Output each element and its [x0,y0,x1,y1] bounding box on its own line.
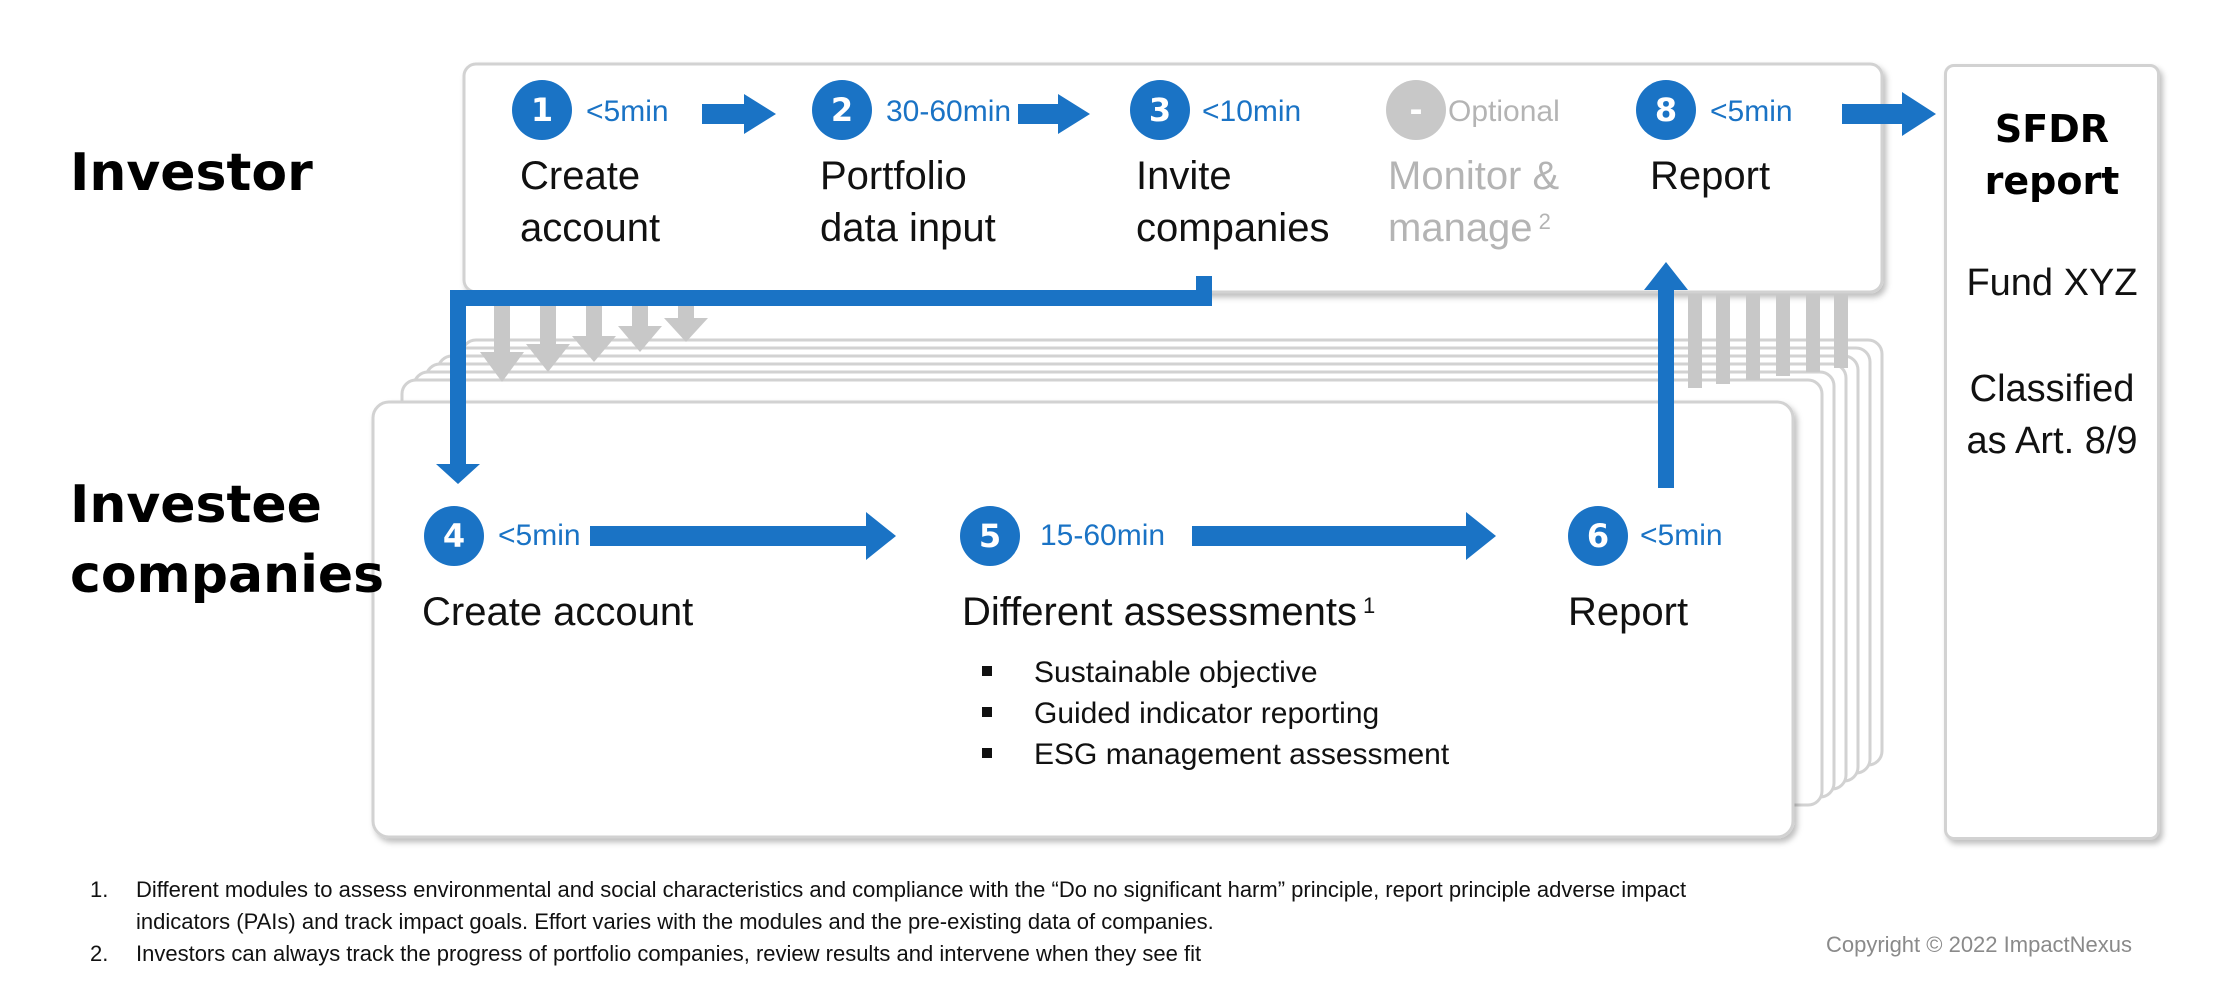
footnote-text: Investors can always track the progress … [136,941,1202,966]
footnote-text-line1: Different modules to assess environmenta… [136,877,1687,902]
step-title-line1: Invite [1136,154,1232,198]
list-item: Guided indicator reporting [982,693,1449,734]
step-title-line2-text: manage [1388,206,1533,250]
list-item-text: ESG management assessment [1034,738,1450,771]
list-item: ESG management assessment [982,734,1449,775]
arrow-5-to-6 [1192,512,1496,560]
copyright-notice: Copyright © 2022 ImpactNexus [1826,932,2133,957]
footnote-ref-1: 1 [1362,593,1376,618]
step-title-text: Different assessments [962,590,1357,634]
step-duration: <5min [1640,519,1723,552]
list-item: Sustainable objective [982,652,1449,693]
step-duration: <5min [586,95,669,128]
invite-arrows-grey [480,304,708,382]
footnote-1: 1. Different modules to assess environme… [90,874,1850,938]
list-item-text: Guided indicator reporting [1034,697,1380,730]
assessment-list: Sustainable objective Guided indicator r… [982,652,1449,775]
step-title: Report [1568,590,1689,634]
row-label-investor: Investor [70,143,313,203]
arrow-2-to-3 [1018,94,1090,134]
row-label-investee-line1: Investee [70,475,322,535]
step-title: Create account [422,590,694,634]
report-bars-grey [1688,294,1848,388]
sfdr-classification-line2: as Art. 8/9 [1966,420,2138,462]
arrow-3-to-4 [436,276,1212,484]
step-title: Report [1650,150,1770,202]
step-title: Create account [520,150,660,254]
step-duration: 30-60min [886,95,1012,128]
step-duration: 15-60min [1040,519,1166,552]
step-title-line1: Portfolio [820,154,967,198]
sfdr-classification: Classified as Art. 8/9 [1947,363,2157,467]
step-number-badge: 6 [1568,506,1628,566]
footnote-text-line2: indicators (PAIs) and track impact goals… [136,909,1214,934]
arrow-1-to-2 [702,94,776,134]
row-label-investee-line2: companies [70,545,385,605]
step-title-line1: Create [520,154,641,198]
sfdr-classification-line1: Classified [1969,368,2135,410]
sfdr-title-line2: report [1984,159,2120,203]
sfdr-report-card: SFDR report Fund XYZ Classified as Art. … [1944,64,2160,840]
step-number-badge: 2 [812,80,872,140]
footnote-text: Different modules to assess environmenta… [136,874,1686,938]
sfdr-title: SFDR report [1947,103,2157,207]
step-duration: Optional [1448,95,1560,128]
footnote-number: 1. [90,877,109,902]
step-number-badge: 5 [960,506,1020,566]
bullet-square-icon [982,707,992,718]
list-item-text: Sustainable objective [1034,656,1318,689]
step-number-badge: 8 [1636,80,1696,140]
step-title: Invite companies [1136,150,1329,254]
step-duration: <5min [1710,95,1793,128]
footnotes: 1. Different modules to assess environme… [90,874,1850,970]
step-title-line1: Monitor & [1388,154,1560,198]
investee-panel [371,400,1795,839]
step-title-line2: account [520,206,661,250]
footnote-number: 2. [90,941,109,966]
footnote-ref-2: 2 [1538,209,1551,234]
arrow-4-to-5 [590,512,896,560]
sfdr-fund-name: Fund XYZ [1966,262,2138,304]
row-label-investee: Investee companies [70,470,384,610]
step-duration: <5min [498,519,581,552]
bullet-square-icon [982,666,992,677]
footnote-2: 2. Investors can always track the progre… [90,938,1850,970]
step-duration: <10min [1202,95,1302,128]
step-title-line1: Report [1650,154,1771,198]
step-number-badge: - [1386,80,1446,140]
step-number-badge: 1 [512,80,572,140]
step-title-line2: data input [820,206,996,250]
step-title-line2: companies [1136,206,1330,250]
arrow-6-to-8 [1644,262,1688,488]
step-title: Portfolio data input [820,150,996,254]
step-number-badge: 4 [424,506,484,566]
bullet-square-icon [982,748,992,759]
step-number-badge: 3 [1130,80,1190,140]
arrow-8-to-sfdr [1842,92,1936,136]
sfdr-title-line1: SFDR [1994,107,2110,151]
